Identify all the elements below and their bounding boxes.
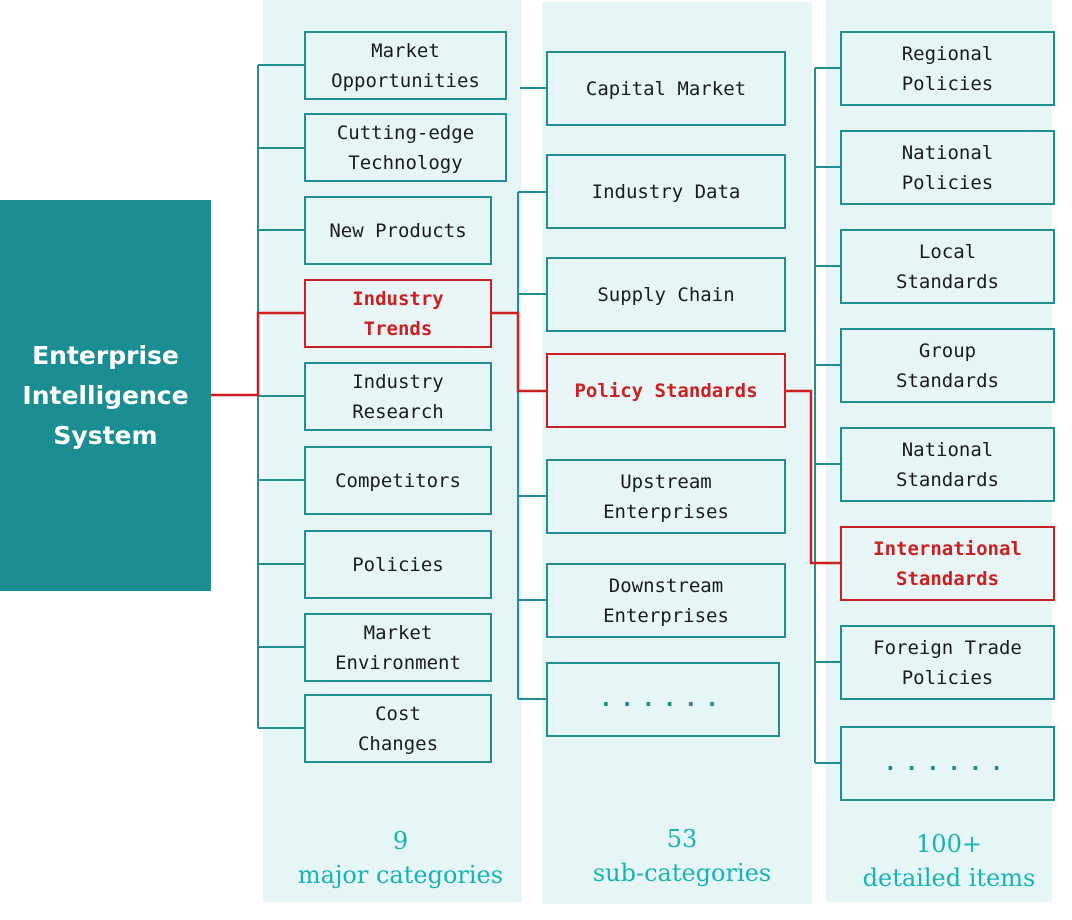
detail-group-standards: Group Standards [840, 328, 1055, 403]
sub-supply-chain: Supply Chain [546, 257, 786, 332]
enterprise-intelligence-system-root: Enterprise Intelligence System [0, 200, 211, 591]
detail-national-standards: National Standards [840, 427, 1055, 502]
major-count: 9 [392, 827, 409, 855]
detail-foreign-trade-policies: Foreign Trade Policies [840, 625, 1055, 700]
major-new-products: New Products [304, 196, 492, 265]
major-policies: Policies [304, 530, 492, 599]
sub-industry-data: Industry Data [546, 154, 786, 229]
major-industry-research: Industry Research [304, 362, 492, 431]
major-caption: major categories [297, 861, 504, 889]
major-cost-changes: Cost Changes [304, 694, 492, 763]
root-title-line: Intelligence [22, 380, 189, 410]
sub-downstream-enterprises: Downstream Enterprises [546, 563, 786, 638]
sub-footer: 53 sub-categories [542, 822, 822, 890]
detail-count: 100+ [916, 830, 982, 858]
sub-caption: sub-categories [592, 859, 772, 887]
detail-local-standards: Local Standards [840, 229, 1055, 304]
detail-more-ellipsis: ...... [840, 726, 1055, 801]
sub-column-panel [542, 2, 812, 904]
detail-caption: detailed items [862, 864, 1036, 892]
root-title-line: Enterprise [32, 340, 179, 370]
sub-policy-standards: Policy Standards [546, 353, 786, 428]
major-market-opportunities: Market Opportunities [304, 31, 507, 100]
detail-footer: 100+ detailed items [826, 827, 1072, 895]
major-footer: 9 major categories [263, 824, 538, 892]
sub-more-ellipsis: ...... [546, 662, 780, 737]
major-industry-trends: Industry Trends [304, 279, 492, 348]
sub-capital-market: Capital Market [546, 51, 786, 126]
major-cutting-edge-technology: Cutting-edge Technology [304, 113, 507, 182]
detail-international-standards: International Standards [840, 526, 1055, 601]
major-market-environment: Market Environment [304, 613, 492, 682]
root-title-line: System [53, 420, 158, 450]
detail-regional-policies: Regional Policies [840, 31, 1055, 106]
sub-upstream-enterprises: Upstream Enterprises [546, 459, 786, 534]
major-competitors: Competitors [304, 446, 492, 515]
sub-count: 53 [666, 825, 698, 853]
detail-national-policies: National Policies [840, 130, 1055, 205]
